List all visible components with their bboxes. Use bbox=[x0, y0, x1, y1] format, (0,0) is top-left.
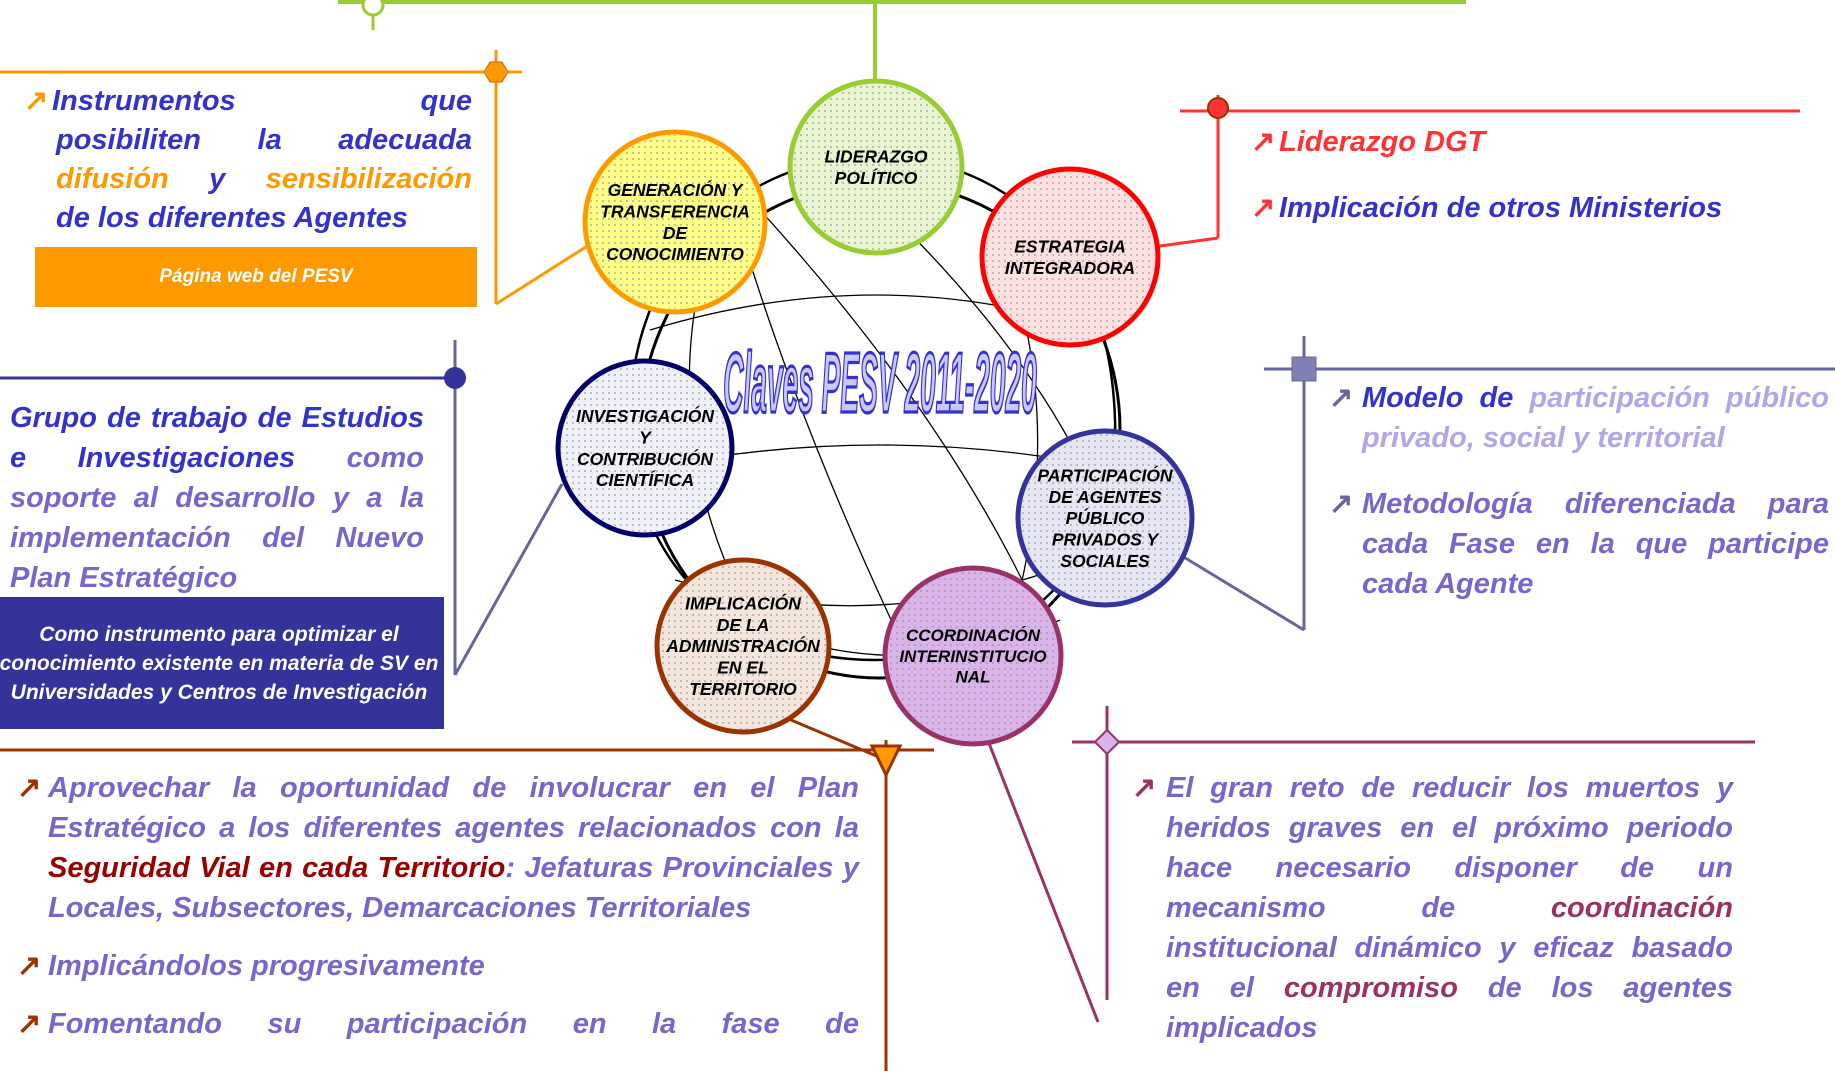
y-word: y bbox=[209, 163, 226, 195]
top-right-item-2: ↗Implicación de otros Ministerios bbox=[1251, 188, 1811, 228]
top-left-line2: posibiliten la adecuada bbox=[56, 124, 472, 156]
top-left-block: ↗Instrumentos que posibiliten la adecuad… bbox=[24, 82, 472, 238]
mid-left-subtitle: como soporte al desarrollo y a la implem… bbox=[10, 442, 424, 594]
top-right-item-1-text: Liderazgo DGT bbox=[1279, 126, 1486, 158]
node-texture bbox=[588, 135, 762, 309]
top-left-line3: difusión y sensibilización bbox=[24, 160, 472, 199]
slate-square-marker bbox=[1291, 356, 1317, 382]
arrow-icon: ↗ bbox=[17, 1008, 42, 1040]
node-texture bbox=[888, 571, 1058, 741]
bottom-left-list: ↗ Aprovechar la oportunidad de involucra… bbox=[17, 768, 859, 1044]
top-left-word-b: que bbox=[420, 85, 472, 117]
bottom-right-t3: institucional dinámico y eficaz basado e… bbox=[1166, 932, 1733, 1004]
difusion-word: difusión bbox=[56, 163, 169, 195]
mid-right-item-1: ↗ Modelo de participación público privad… bbox=[1329, 378, 1829, 458]
arrow-icon: ↗ bbox=[17, 772, 42, 804]
arrow-icon: ↗ bbox=[1329, 488, 1354, 520]
arrow-icon: ↗ bbox=[24, 85, 49, 117]
mid-left-title: Grupo de trabajo de Estudios e Investiga… bbox=[10, 402, 424, 474]
coordinacion-highlight: coordinación bbox=[1550, 892, 1733, 924]
mid-right-item-1-a: Modelo de bbox=[1362, 382, 1514, 414]
node-texture bbox=[793, 84, 959, 250]
arrow-icon: ↗ bbox=[1251, 126, 1276, 158]
mid-right-item-2: ↗ Metodología diferenciada para cada Fas… bbox=[1329, 484, 1829, 604]
node-texture bbox=[1021, 434, 1189, 602]
research-box: Como instrumento para optimizar el conoc… bbox=[0, 597, 444, 729]
bottom-left-item-1-a: Aprovechar la oportunidad de involucrar … bbox=[48, 772, 859, 844]
green-knob bbox=[361, 0, 385, 17]
sensibilizacion-word: sensibilización bbox=[265, 163, 472, 195]
orange-hex-marker bbox=[483, 61, 509, 83]
top-left-word-a: Instrumentos bbox=[52, 85, 236, 117]
orange-diag-line bbox=[495, 236, 601, 306]
top-left-line1: ↗Instrumentos que bbox=[24, 82, 472, 121]
compromiso-highlight: compromiso bbox=[1283, 972, 1458, 1004]
center-title: Claves PESV 2011-2020 bbox=[723, 335, 1037, 431]
arrow-icon: ↗ bbox=[1329, 382, 1354, 414]
seguridad-vial-highlight: Seguridad Vial en cada Territorio bbox=[48, 852, 506, 884]
arrow-icon: ↗ bbox=[1251, 192, 1276, 224]
mid-left-block: Grupo de trabajo de Estudios e Investiga… bbox=[10, 398, 424, 598]
slate-link-line bbox=[1181, 554, 1305, 632]
top-left-line4: de los diferentes Agentes bbox=[56, 202, 408, 234]
bottom-right-t1: El gran reto de reducir los muertos y he… bbox=[1166, 772, 1733, 924]
mid-right-item-1-b: participación público privado, social y … bbox=[1362, 382, 1829, 454]
top-right-item-2-text: Implicación de otros Ministerios bbox=[1279, 192, 1723, 224]
bottom-left-item-1-c: : Jefaturas Provinciales y Locales, Subs… bbox=[48, 852, 859, 924]
brown-triangle-marker bbox=[869, 744, 903, 779]
bottom-left-item-3-text: Fomentando su participación en la fase d… bbox=[48, 1008, 859, 1040]
mid-right-item-2-text: Metodología diferenciada para cada Fase … bbox=[1362, 488, 1829, 600]
bottom-left-item-2: ↗ Implicándolos progresivamente bbox=[17, 946, 859, 986]
bottom-left-item-3: ↗ Fomentando su participación en la fase… bbox=[17, 1004, 859, 1044]
arrow-icon: ↗ bbox=[17, 950, 42, 982]
red-knob bbox=[1207, 97, 1229, 119]
web-page-box: Página web del PESV bbox=[35, 247, 477, 307]
navy-diag-line bbox=[453, 483, 564, 676]
plum-link-line bbox=[974, 709, 1100, 1023]
bottom-left-item-2-text: Implicándolos progresivamente bbox=[48, 950, 485, 982]
arrow-icon: ↗ bbox=[1132, 772, 1157, 804]
plum-diamond-marker bbox=[1093, 728, 1121, 756]
globe-meridian bbox=[739, 229, 911, 661]
node-texture bbox=[561, 364, 729, 532]
mid-right-list: ↗ Modelo de participación público privad… bbox=[1329, 378, 1829, 604]
navy-knob bbox=[444, 367, 466, 389]
bottom-right-t5: de los agentes implicados bbox=[1166, 972, 1733, 1044]
bottom-right-block: ↗ El gran reto de reducir los muertos y … bbox=[1132, 768, 1733, 1048]
node-texture bbox=[985, 172, 1155, 342]
bottom-left-item-1: ↗ Aprovechar la oportunidad de involucra… bbox=[17, 768, 859, 928]
node-texture bbox=[660, 563, 826, 729]
top-right-list: ↗Liderazgo DGT ↗Implicación de otros Min… bbox=[1251, 122, 1811, 228]
top-right-item-1: ↗Liderazgo DGT bbox=[1251, 122, 1811, 162]
